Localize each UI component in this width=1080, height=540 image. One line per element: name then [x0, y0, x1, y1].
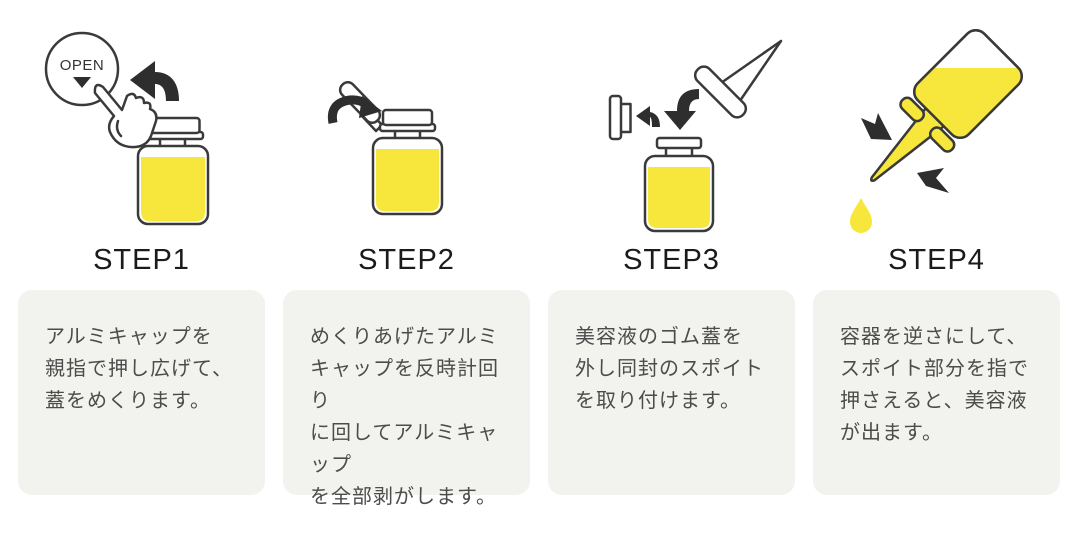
- step2-title: STEP2: [358, 244, 455, 276]
- step2-description: めくりあげたアルミ キャップを反時計回り に回してアルミキャップ を全部剥がしま…: [310, 326, 499, 508]
- step4-title: STEP4: [888, 244, 985, 276]
- small-arrow-left-icon: [636, 106, 660, 127]
- dropper-icon: [693, 39, 783, 119]
- step4-description-card: 容器を逆さにして、 スポイト部分を指で 押さえると、美容液 が出ます。: [813, 290, 1060, 495]
- rubber-stopper-icon: [608, 94, 632, 141]
- press-arrow-lower-icon: [917, 168, 949, 193]
- press-arrow-upper-icon: [861, 113, 892, 140]
- drop-icon: [850, 198, 872, 233]
- step4-description: 容器を逆さにして、 スポイト部分を指で 押さえると、美容液 が出ます。: [840, 326, 1029, 444]
- step3-title: STEP3: [623, 244, 720, 276]
- step4-column: STEP4 容器を逆さにして、 スポイト部分を指で 押さえると、美容液 が出ます…: [813, 6, 1060, 540]
- hand-pointing-icon: [93, 83, 158, 149]
- inverted-bottle-dropper-icon: [869, 29, 1027, 183]
- triangle-down-icon: [73, 77, 91, 88]
- step3-column: STEP3 美容液のゴム蓋を 外し同封のスポイト を取り付けます。: [548, 6, 795, 540]
- big-arrow-down-icon: [664, 89, 699, 130]
- step3-illustration: [608, 39, 783, 233]
- serum-bottle-icon: [643, 136, 715, 233]
- open-badge-label: OPEN: [60, 57, 105, 74]
- serum-bottle-icon: [371, 108, 444, 216]
- step3-description: 美容液のゴム蓋を 外し同封のスポイト を取り付けます。: [575, 326, 764, 412]
- step3-description-card: 美容液のゴム蓋を 外し同封のスポイト を取り付けます。: [548, 290, 795, 495]
- step1-description-card: アルミキャップを 親指で押し広げて、 蓋をめくります。: [18, 290, 265, 495]
- step1-title: STEP1: [93, 244, 190, 276]
- step2-description-card: めくりあげたアルミ キャップを反時計回り に回してアルミキャップ を全部剥がしま…: [283, 290, 530, 508]
- step1-illustration: OPEN: [44, 31, 210, 226]
- step1-column: OPEN STEP1 アルミキャップを 親指で押し広げて、 蓋をめくります。: [18, 6, 265, 540]
- step1-description: アルミキャップを 親指で押し広げて、 蓋をめくります。: [45, 326, 233, 412]
- curved-arrow-left-icon: [130, 61, 179, 101]
- step4-illustration: [850, 29, 1027, 233]
- step2-illustration: [327, 80, 444, 216]
- step2-column: STEP2 めくりあげたアルミ キャップを反時計回り に回してアルミキャップ を…: [283, 6, 530, 540]
- rotate-arrow-icon: [327, 95, 382, 124]
